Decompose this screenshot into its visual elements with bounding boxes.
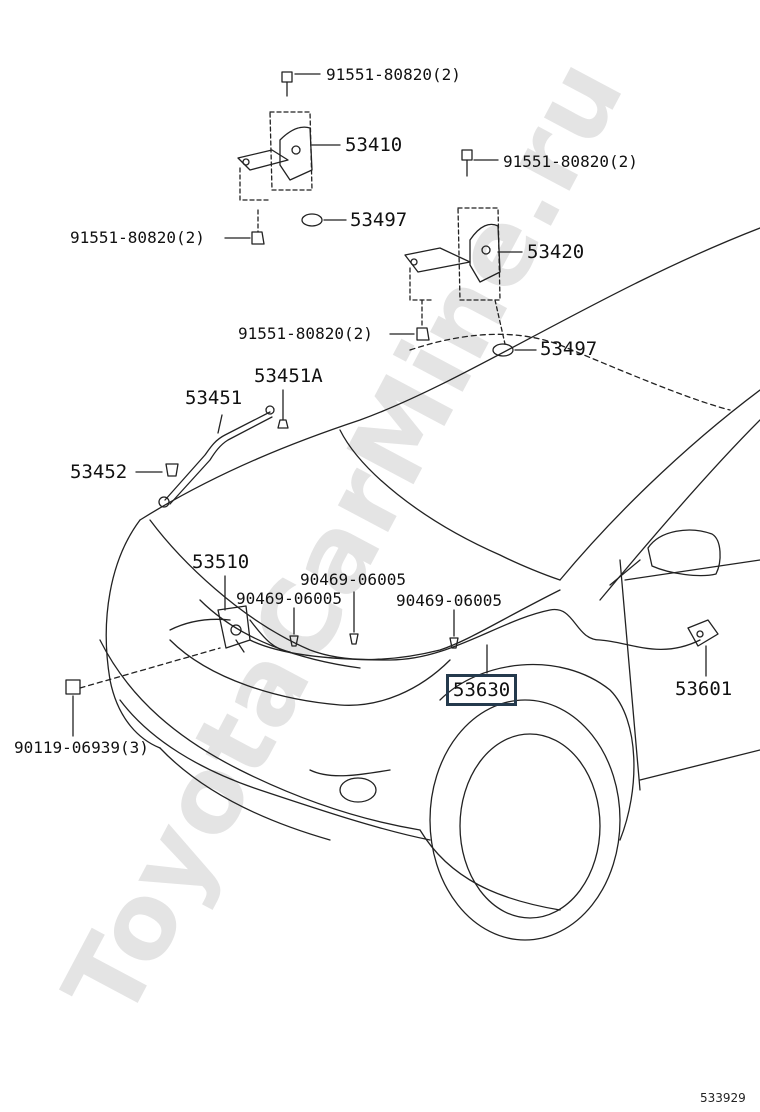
leader-line xyxy=(494,299,506,345)
clip-icon[interactable] xyxy=(277,389,289,429)
washer-icon[interactable] xyxy=(301,213,323,227)
hinge-left-53410[interactable] xyxy=(237,111,313,201)
callout-bolt-lower-hinge-right[interactable]: 91551-80820(2) xyxy=(238,324,373,343)
callout-washer-right[interactable]: 53497 xyxy=(540,338,598,360)
callout-washer-left[interactable]: 53497 xyxy=(350,209,408,231)
callout-clip-support-rod[interactable]: 53451A xyxy=(254,365,323,387)
callout-bolt-top-hinge-right[interactable]: 91551-80820(2) xyxy=(503,152,638,171)
release-cable-53630[interactable] xyxy=(249,608,701,661)
callout-hood-lock[interactable]: 53510 xyxy=(192,551,250,573)
callout-clip-c[interactable]: 90469-06005 xyxy=(396,591,502,610)
callout-clip-a[interactable]: 90469-06005 xyxy=(300,570,406,589)
callout-lock-bolt[interactable]: 90119-06939(3) xyxy=(14,738,149,757)
bolt-icon[interactable] xyxy=(461,149,473,177)
callout-release-cable-highlighted[interactable]: 53630 xyxy=(446,674,518,706)
release-lever-53601[interactable] xyxy=(687,619,719,647)
callout-clip-b[interactable]: 90469-06005 xyxy=(236,589,342,608)
diagram-id: 533929 xyxy=(700,1091,746,1105)
clip-icon[interactable] xyxy=(449,637,459,649)
leader-line xyxy=(79,647,221,689)
callout-bolt-lower-hinge-left[interactable]: 91551-80820(2) xyxy=(70,228,205,247)
car-body-outline xyxy=(99,227,760,941)
callout-bolt-top-hinge-left[interactable]: 91551-80820(2) xyxy=(326,65,461,84)
bolt-icon[interactable] xyxy=(251,209,265,245)
holder-icon[interactable] xyxy=(165,463,179,477)
callout-hinge-left[interactable]: 53410 xyxy=(345,134,403,156)
leader-line xyxy=(217,414,223,434)
bolt-icon[interactable] xyxy=(65,679,81,695)
clip-icon[interactable] xyxy=(349,633,359,645)
clip-icon[interactable] xyxy=(289,635,299,647)
callout-support-rod[interactable]: 53451 xyxy=(185,387,243,409)
bolt-icon[interactable] xyxy=(416,299,430,341)
washer-icon[interactable] xyxy=(492,343,514,357)
bolt-icon[interactable] xyxy=(281,71,293,97)
callout-rod-holder[interactable]: 53452 xyxy=(70,461,128,483)
callout-hinge-right[interactable]: 53420 xyxy=(527,241,585,263)
hinge-right-53420[interactable] xyxy=(404,207,501,301)
support-rod-53451[interactable] xyxy=(158,405,275,508)
callout-release-lever[interactable]: 53601 xyxy=(675,678,733,700)
